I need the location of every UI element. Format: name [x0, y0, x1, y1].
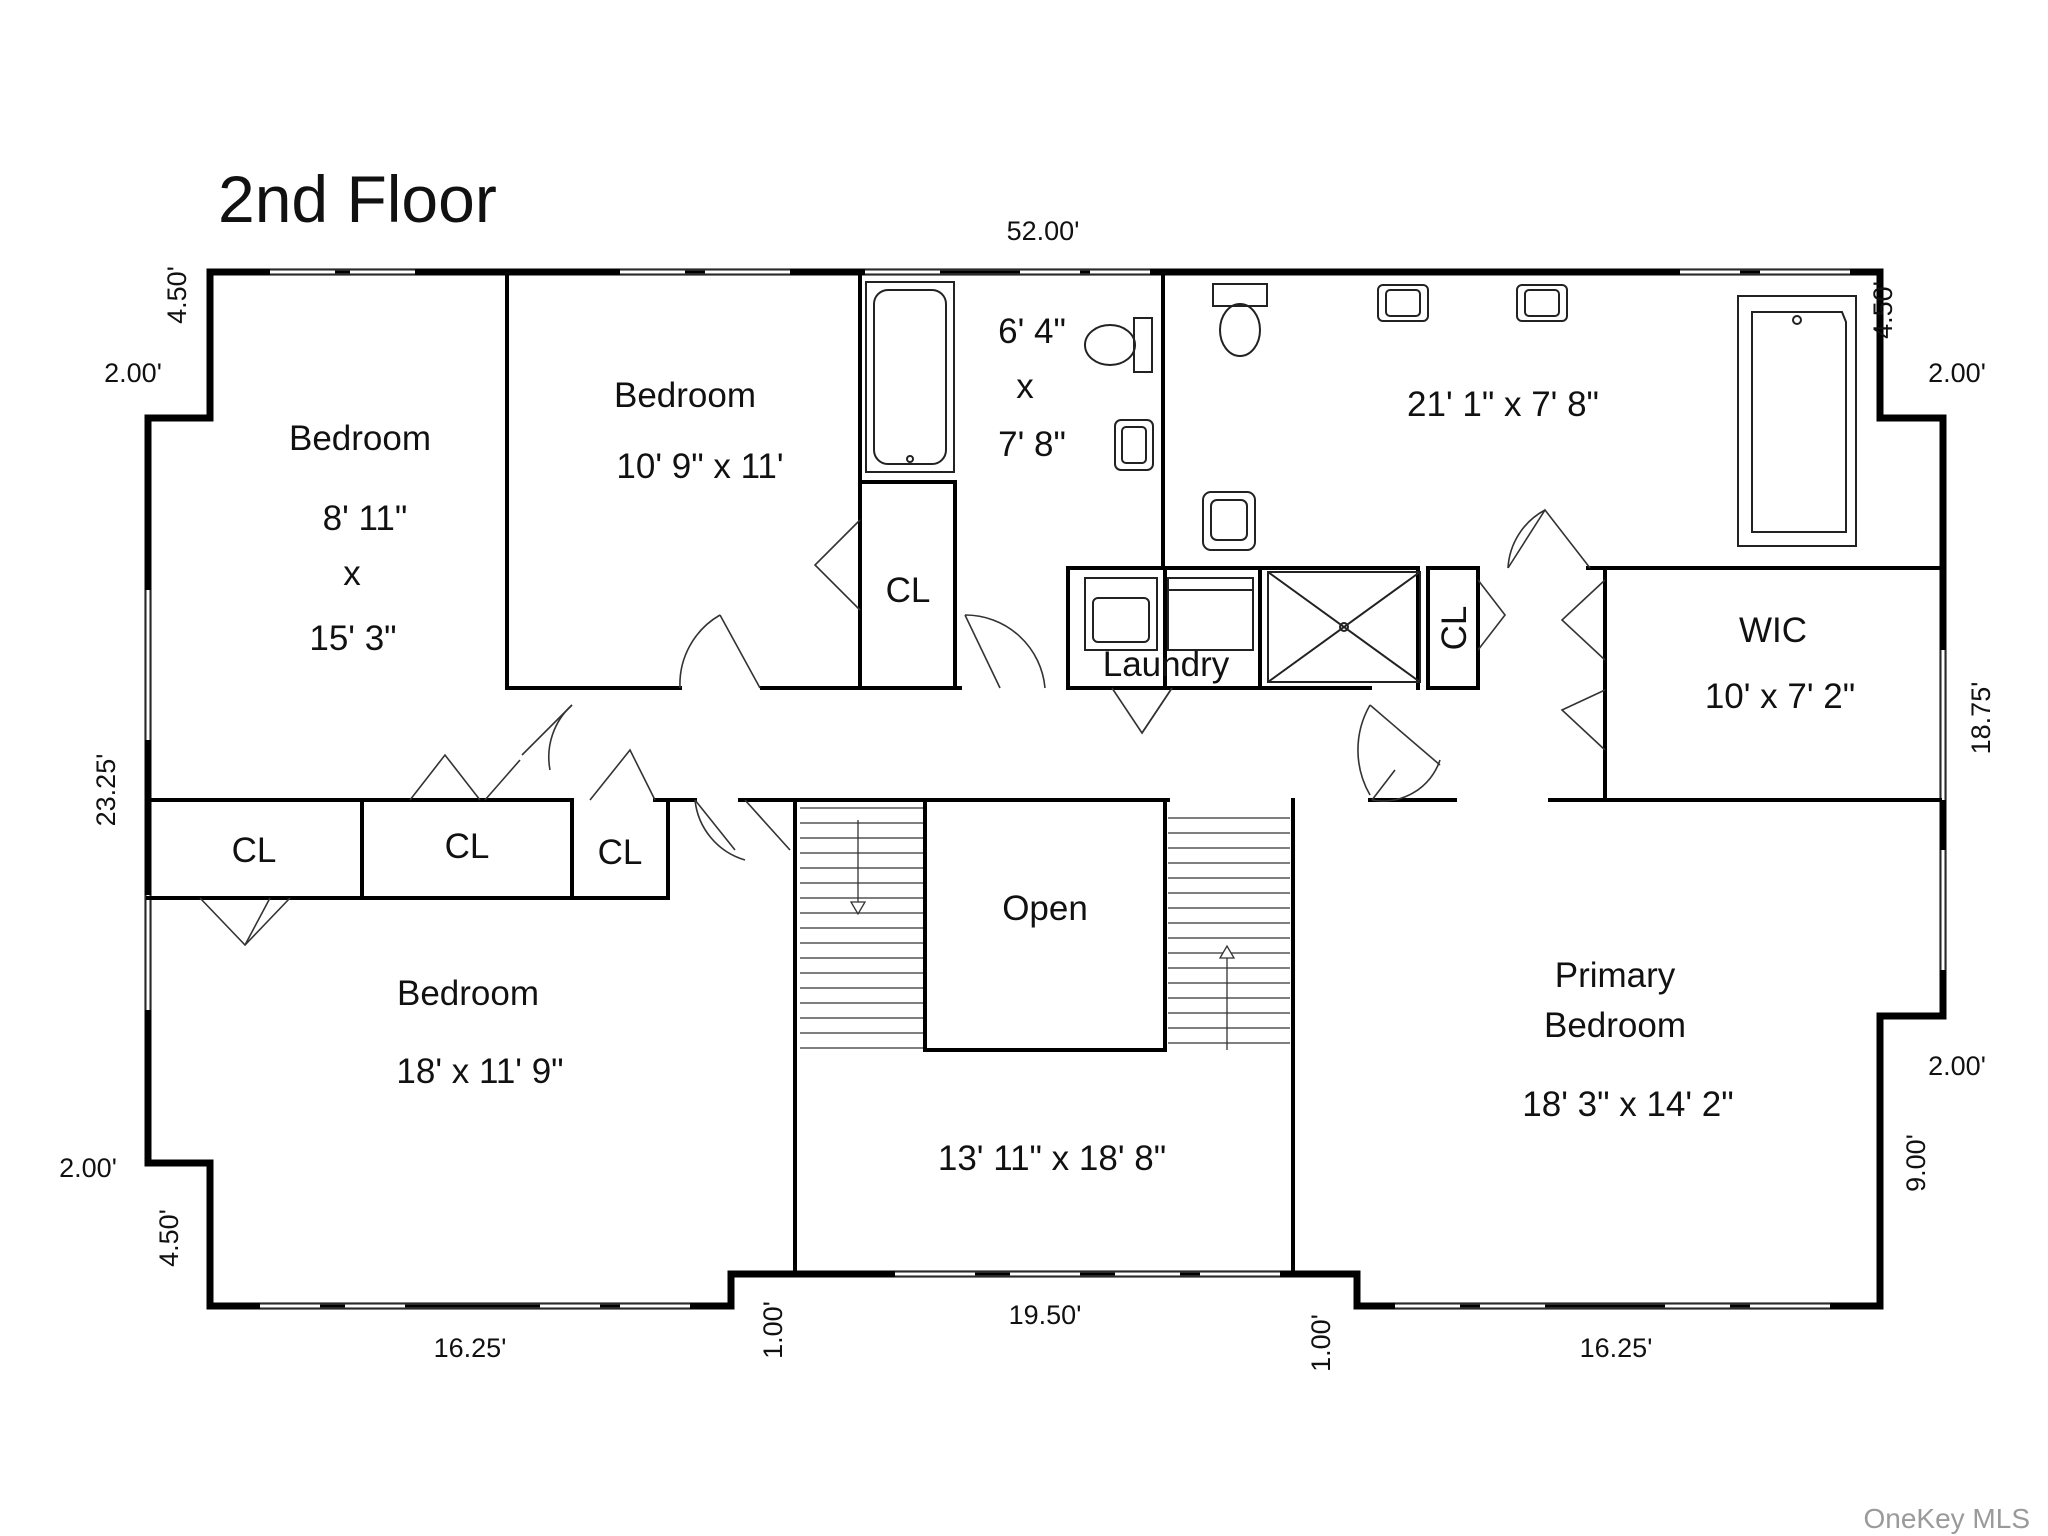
room-name-2: Bedroom [1544, 1006, 1686, 1045]
room-primary-bedroom: Primary Bedroom 18' 3" x 14' 2" [1522, 956, 1733, 1124]
dim-top-right-bump: 4.50' [1868, 281, 1898, 339]
room-name-1: Primary [1555, 956, 1676, 995]
room-dim: 18' 3" x 14' 2" [1522, 1085, 1733, 1124]
room-closet-w3: CL [598, 833, 643, 872]
bath-fixtures [865, 281, 1857, 683]
dim-left-mid: 23.25' [91, 754, 121, 827]
room-hall-bath: 6' 4" x 7' 8" [998, 312, 1066, 464]
dim-right-lower: 2.00' [1928, 1051, 1986, 1081]
dim-step-right: 1.00' [1306, 1314, 1336, 1372]
dim-left-lower: 2.00' [59, 1153, 117, 1183]
dim-top: 52.00' [1007, 216, 1080, 246]
room-name: Bedroom [614, 376, 756, 415]
floor-title: 2nd Floor [218, 162, 497, 236]
room-dim-x: x [343, 554, 361, 593]
dim-top-left-bump: 4.50' [162, 266, 192, 324]
room-dim-2: 15' 3" [309, 619, 396, 658]
room-dim: 21' 1" x 7' 8" [1407, 385, 1599, 424]
room-closet-small: CL [1435, 606, 1474, 651]
room-name: Bedroom [289, 419, 431, 458]
dim-step-left: 1.00' [758, 1301, 788, 1359]
dim-right-upper: 2.00' [1928, 358, 1986, 388]
room-dim-2: 7' 8" [998, 425, 1066, 464]
interior-walls [146, 270, 1942, 1276]
room-dim: 10' x 7' 2" [1705, 677, 1855, 716]
room-dim-x: x [1016, 367, 1034, 406]
room-hall: 13' 11" x 18' 8" [938, 1139, 1166, 1178]
room-name: CL [1435, 606, 1474, 651]
room-closet-w1: CL [232, 831, 277, 870]
room-bedroom-sw: Bedroom 18' x 11' 9" [396, 974, 563, 1091]
room-dim-1: 8' 11" [323, 499, 408, 538]
room-dim-1: 6' 4" [998, 312, 1066, 351]
room-name: Open [1002, 889, 1088, 928]
room-wic: WIC 10' x 7' 2" [1705, 611, 1855, 716]
room-bedroom-nw: Bedroom 8' 11" x 15' 3" [289, 419, 431, 658]
windows [145, 269, 1946, 1309]
watermark: OneKey MLS [1863, 1503, 2030, 1534]
room-primary-bath: 21' 1" x 7' 8" [1407, 385, 1599, 424]
room-name: Bedroom [397, 974, 539, 1013]
room-name: CL [886, 571, 931, 610]
room-closet-n: CL [886, 571, 931, 610]
room-dim: 13' 11" x 18' 8" [938, 1139, 1166, 1178]
room-closet-w2: CL [445, 827, 490, 866]
dimension-labels: 52.00' 4.50' 2.00' 23.25' 2.00' 4.50' 16… [59, 216, 1996, 1372]
room-name: CL [232, 831, 277, 870]
dim-bottom-left-bump: 4.50' [154, 1209, 184, 1267]
stairs [800, 807, 1290, 1050]
room-name: CL [598, 833, 643, 872]
room-name: WIC [1739, 611, 1807, 650]
room-name: CL [445, 827, 490, 866]
room-bedroom-n: Bedroom 10' 9" x 11' [614, 376, 784, 486]
room-dim: 18' x 11' 9" [396, 1052, 563, 1091]
doors [199, 508, 1606, 947]
room-open: Open [1002, 889, 1088, 928]
dim-bottom-left: 16.25' [434, 1333, 507, 1363]
dim-bottom-right: 16.25' [1580, 1333, 1653, 1363]
dim-right-mid: 18.75' [1966, 682, 1996, 755]
room-name: Laundry [1103, 645, 1230, 684]
dim-left-upper: 2.00' [104, 358, 162, 388]
room-dim: 10' 9" x 11' [616, 447, 783, 486]
dim-bottom-mid: 19.50' [1009, 1300, 1082, 1330]
room-laundry: Laundry [1103, 645, 1230, 684]
dim-right-bottom: 9.00' [1901, 1134, 1931, 1192]
